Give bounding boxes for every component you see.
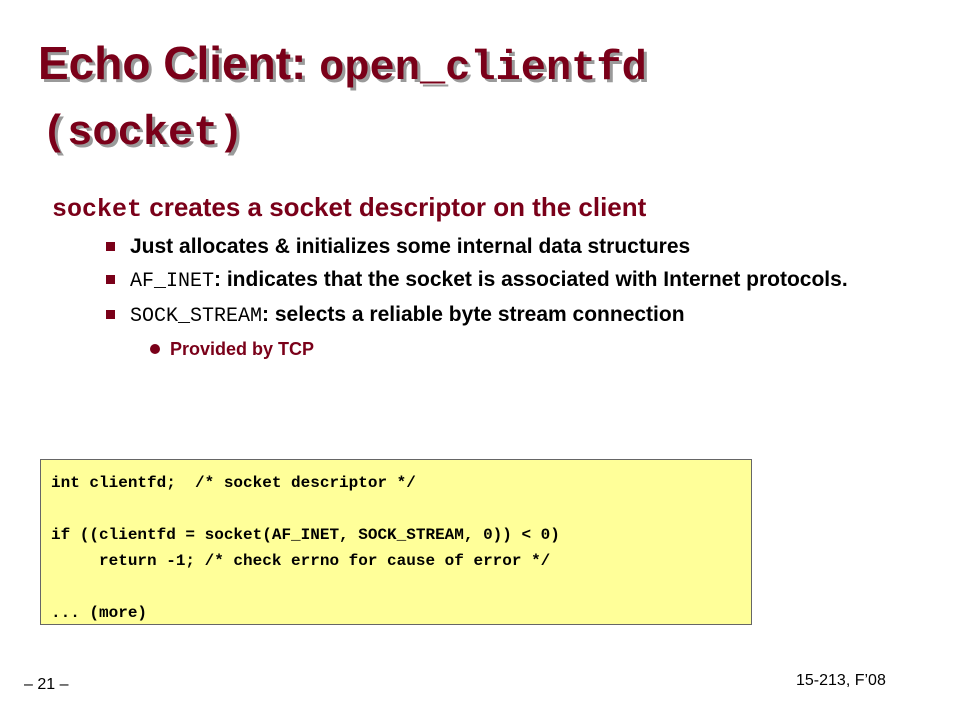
title-code: open_clientfd bbox=[319, 44, 647, 92]
main-bullet: socket creates a socket descriptor on th… bbox=[52, 192, 646, 224]
main-bullet-code: socket bbox=[52, 195, 143, 224]
title-code-line2: (socket) bbox=[42, 109, 244, 157]
code-line bbox=[51, 574, 751, 600]
round-bullet-icon bbox=[150, 344, 160, 354]
square-bullet-icon bbox=[106, 310, 115, 319]
sub-bullet-code: AF_INET bbox=[130, 270, 215, 293]
square-bullet-icon bbox=[106, 242, 115, 251]
sub-bullet: SOCK_STREAM: selects a reliable byte str… bbox=[106, 302, 926, 330]
code-line: if ((clientfd = socket(AF_INET, SOCK_STR… bbox=[51, 526, 560, 544]
sub-sub-bullet-text: Provided by TCP bbox=[170, 339, 315, 359]
main-bullet-text: creates a socket descriptor on the clien… bbox=[142, 192, 647, 222]
sub-bullet-list: Just allocates & initializes some intern… bbox=[106, 234, 926, 361]
course-label: 15-213, F’08 bbox=[796, 672, 886, 689]
square-bullet-icon bbox=[106, 275, 115, 284]
sub-bullet: Just allocates & initializes some intern… bbox=[106, 234, 926, 260]
code-line bbox=[51, 496, 751, 522]
sub-bullet: AF_INET: indicates that the socket is as… bbox=[106, 267, 926, 295]
page-number: – 21 – bbox=[24, 676, 69, 693]
code-line: ... (more) bbox=[51, 604, 148, 622]
code-line: int clientfd; /* socket descriptor */ bbox=[51, 474, 416, 492]
slide-title: Echo Client: open_clientfd (socket) bbox=[38, 34, 938, 162]
sub-bullet-text: : selects a reliable byte stream connect… bbox=[262, 303, 685, 326]
sub-bullet-text: : indicates that the socket is associate… bbox=[214, 268, 848, 291]
sub-sub-bullet: Provided by TCP bbox=[106, 337, 926, 361]
code-block: int clientfd; /* socket descriptor */ if… bbox=[40, 459, 752, 625]
code-line: return -1; /* check errno for cause of e… bbox=[51, 552, 551, 570]
title-text: Echo Client: bbox=[38, 37, 320, 89]
sub-bullet-text: Just allocates & initializes some intern… bbox=[130, 235, 691, 258]
sub-bullet-code: SOCK_STREAM bbox=[130, 305, 263, 328]
